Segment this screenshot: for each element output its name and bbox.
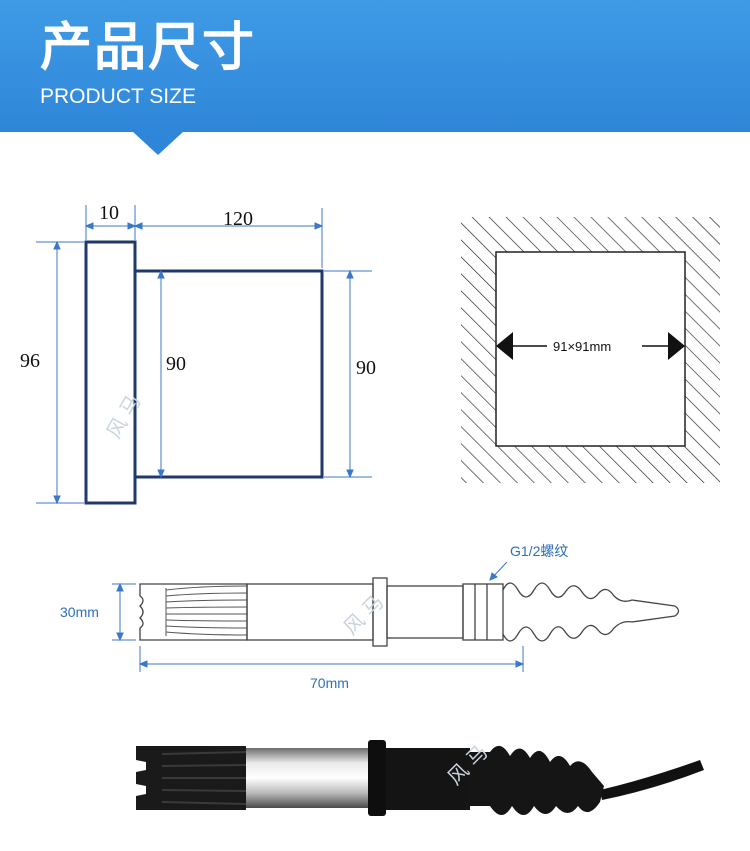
cutout-size-label: 91×91mm — [553, 339, 611, 354]
probe-photo-collar — [386, 748, 470, 810]
probe-thread-label: G1/2螺纹 — [510, 543, 568, 559]
probe-thread — [462, 583, 504, 641]
header-notch — [132, 131, 184, 155]
cutout-arrow-right — [668, 332, 685, 360]
watermark-2: 风 马 — [339, 590, 389, 640]
cutout-arrow-left — [496, 332, 513, 360]
probe-head-ribs — [165, 585, 248, 636]
header-banner — [0, 0, 750, 132]
probe-photo-head-ribs — [161, 751, 247, 805]
watermark-1: 风 马 — [102, 390, 146, 442]
probe-diameter-label: 30mm — [60, 604, 99, 620]
probe-photo-cable — [600, 760, 704, 800]
probe-photo-strain-relief — [468, 745, 604, 815]
left-dimension-lines — [36, 240, 84, 505]
top-dimension-lines — [84, 205, 324, 268]
probe-photo — [136, 740, 704, 816]
probe-head — [139, 583, 248, 641]
panel-cutout: 91×91mm — [461, 217, 720, 483]
dim-body-width: 120 — [223, 208, 253, 230]
dim-plate-height: 96 — [20, 350, 40, 372]
inner-dimension-line — [157, 269, 165, 479]
page-title: 产品尺寸 — [40, 18, 257, 78]
probe-photo-steel-tube — [246, 748, 368, 808]
probe-length-label: 70mm — [310, 675, 349, 691]
probe-dimension-lines — [112, 561, 525, 672]
front-plate — [84, 240, 137, 505]
cutout-hole — [495, 251, 686, 447]
probe-outline — [139, 577, 680, 647]
probe-strain-relief — [502, 582, 633, 642]
dim-body-height-inner: 90 — [166, 353, 186, 375]
dim-plate-width: 10 — [99, 202, 119, 224]
dim-body-height-outer: 90 — [356, 357, 376, 379]
meter-body — [133, 269, 324, 479]
right-dimension-lines — [324, 269, 372, 479]
probe-collar — [386, 585, 464, 639]
front-view: 10 120 96 90 90 — [20, 202, 376, 505]
probe-photo-flange — [368, 740, 386, 816]
page-subtitle: PRODUCT SIZE — [40, 85, 196, 108]
